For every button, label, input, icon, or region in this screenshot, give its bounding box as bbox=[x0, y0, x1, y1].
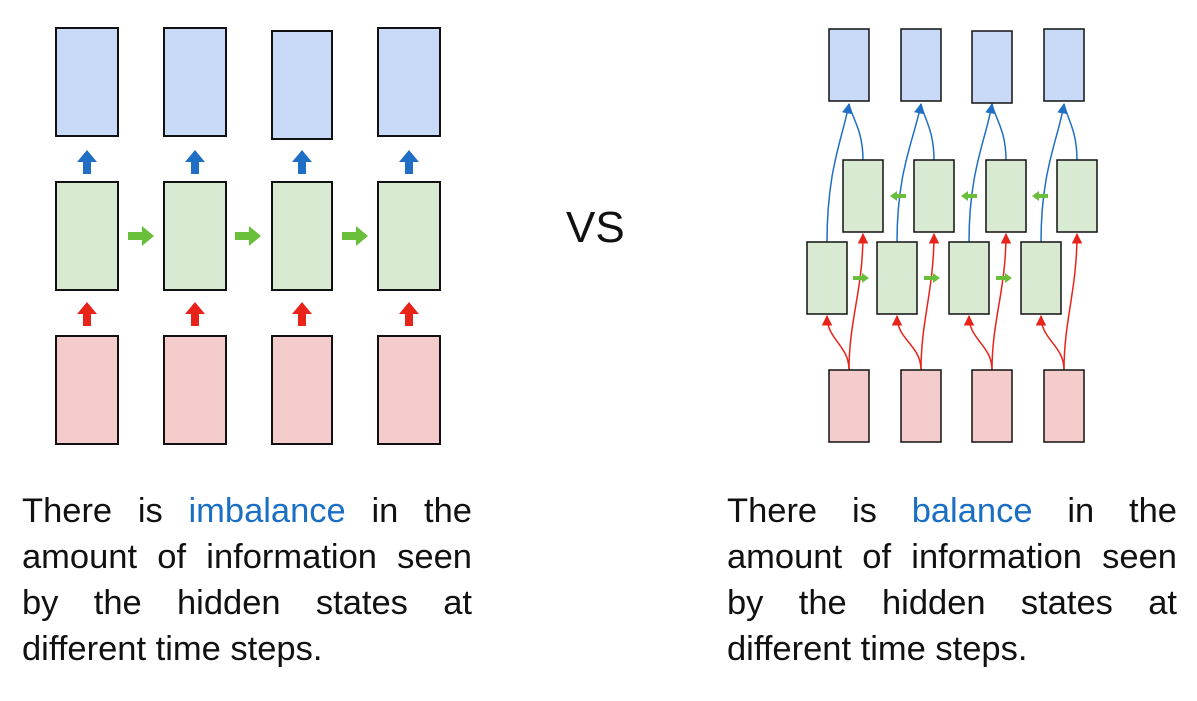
left-arrow-green bbox=[890, 191, 906, 201]
output-box bbox=[377, 27, 441, 137]
input-to-backward-line bbox=[920, 232, 940, 371]
input-box bbox=[377, 335, 441, 445]
right-arrow-green bbox=[924, 273, 940, 283]
caption-text: in the amount of information seen by the… bbox=[727, 492, 1177, 668]
forward-hidden-box bbox=[876, 241, 918, 315]
right-output-boxes bbox=[828, 28, 1085, 104]
up-arrow-blue bbox=[77, 150, 97, 174]
input-box bbox=[55, 335, 119, 445]
left-arrow-green bbox=[1032, 191, 1048, 201]
input-to-forward-line bbox=[891, 314, 922, 371]
output-box bbox=[828, 28, 870, 102]
backward-hidden-box bbox=[842, 159, 884, 233]
input-to-forward-line bbox=[821, 314, 850, 371]
left-hidden-boxes bbox=[55, 181, 441, 291]
input-to-forward-line bbox=[1035, 314, 1065, 371]
forward-hidden-box bbox=[1020, 241, 1062, 315]
output-box bbox=[55, 27, 119, 137]
right-backward-hidden-boxes bbox=[842, 159, 1098, 233]
input-box bbox=[1043, 369, 1085, 443]
up-arrow-red bbox=[77, 302, 97, 326]
right-input-boxes bbox=[828, 369, 1085, 443]
output-box bbox=[271, 30, 333, 140]
up-arrow-blue bbox=[185, 150, 205, 174]
backward-to-output-line bbox=[848, 103, 864, 161]
left-hidden-to-output-arrows bbox=[77, 150, 419, 174]
left-arrow-green bbox=[961, 191, 977, 201]
forward-to-output-line bbox=[826, 102, 853, 243]
input-box bbox=[900, 369, 942, 443]
left-output-boxes bbox=[55, 27, 441, 140]
left-recurrent-arrows bbox=[128, 226, 368, 246]
up-arrow-blue bbox=[292, 150, 312, 174]
left-input-boxes bbox=[55, 335, 441, 445]
right-arrow-green bbox=[128, 226, 154, 246]
backward-hidden-box bbox=[985, 159, 1027, 233]
forward-hidden-box bbox=[806, 241, 848, 315]
right-arrow-green bbox=[853, 273, 869, 283]
highlight-word: balance bbox=[911, 492, 1033, 530]
output-box bbox=[1043, 28, 1085, 102]
output-box bbox=[900, 28, 942, 102]
caption-text: in the amount of information seen by the… bbox=[22, 492, 472, 668]
rnn-comparison-diagram bbox=[55, 27, 1098, 445]
up-arrow-red bbox=[185, 302, 205, 326]
hidden-state-box bbox=[55, 181, 119, 291]
right-arrow-green bbox=[342, 226, 368, 246]
output-box bbox=[163, 27, 227, 137]
up-arrow-blue bbox=[399, 150, 419, 174]
backward-hidden-box bbox=[1056, 159, 1098, 233]
right-arrow-green bbox=[235, 226, 261, 246]
left-caption: There is imbalance in the amount of info… bbox=[22, 488, 472, 672]
backward-hidden-box bbox=[913, 159, 955, 233]
hidden-state-box bbox=[271, 181, 333, 291]
up-arrow-red bbox=[292, 302, 312, 326]
input-box bbox=[828, 369, 870, 443]
forward-to-output-line bbox=[896, 102, 925, 243]
right-forward-hidden-boxes bbox=[806, 241, 1062, 315]
backward-to-output-line bbox=[920, 103, 935, 161]
input-to-backward-line bbox=[991, 232, 1012, 371]
left-unidirectional-rnn bbox=[55, 27, 441, 445]
backward-to-output-line bbox=[991, 103, 1007, 161]
vs-label: VS bbox=[566, 203, 625, 252]
output-box bbox=[971, 30, 1013, 104]
right-input-to-hidden-lines bbox=[821, 232, 1083, 371]
highlight-word: imbalance bbox=[188, 492, 346, 530]
input-box bbox=[271, 335, 333, 445]
input-to-forward-line bbox=[963, 314, 993, 371]
forward-hidden-box bbox=[948, 241, 990, 315]
right-backward-recurrent-arrows bbox=[890, 191, 1048, 201]
input-box bbox=[971, 369, 1013, 443]
forward-to-output-line bbox=[968, 102, 996, 243]
right-arrow-green bbox=[996, 273, 1012, 283]
input-to-backward-line bbox=[1063, 232, 1083, 371]
backward-to-output-line bbox=[1063, 103, 1078, 161]
caption-text: There is bbox=[727, 492, 912, 530]
hidden-state-box bbox=[377, 181, 441, 291]
right-bidirectional-rnn bbox=[806, 28, 1098, 443]
right-hidden-to-output-lines bbox=[826, 102, 1078, 243]
right-caption: There is balance in the amount of inform… bbox=[727, 488, 1177, 672]
left-input-to-hidden-arrows bbox=[77, 302, 419, 326]
up-arrow-red bbox=[399, 302, 419, 326]
input-box bbox=[163, 335, 227, 445]
forward-to-output-line bbox=[1040, 102, 1068, 243]
caption-text: There is bbox=[22, 492, 189, 530]
hidden-state-box bbox=[163, 181, 227, 291]
input-to-backward-line bbox=[848, 232, 869, 371]
right-forward-recurrent-arrows bbox=[853, 273, 1012, 283]
